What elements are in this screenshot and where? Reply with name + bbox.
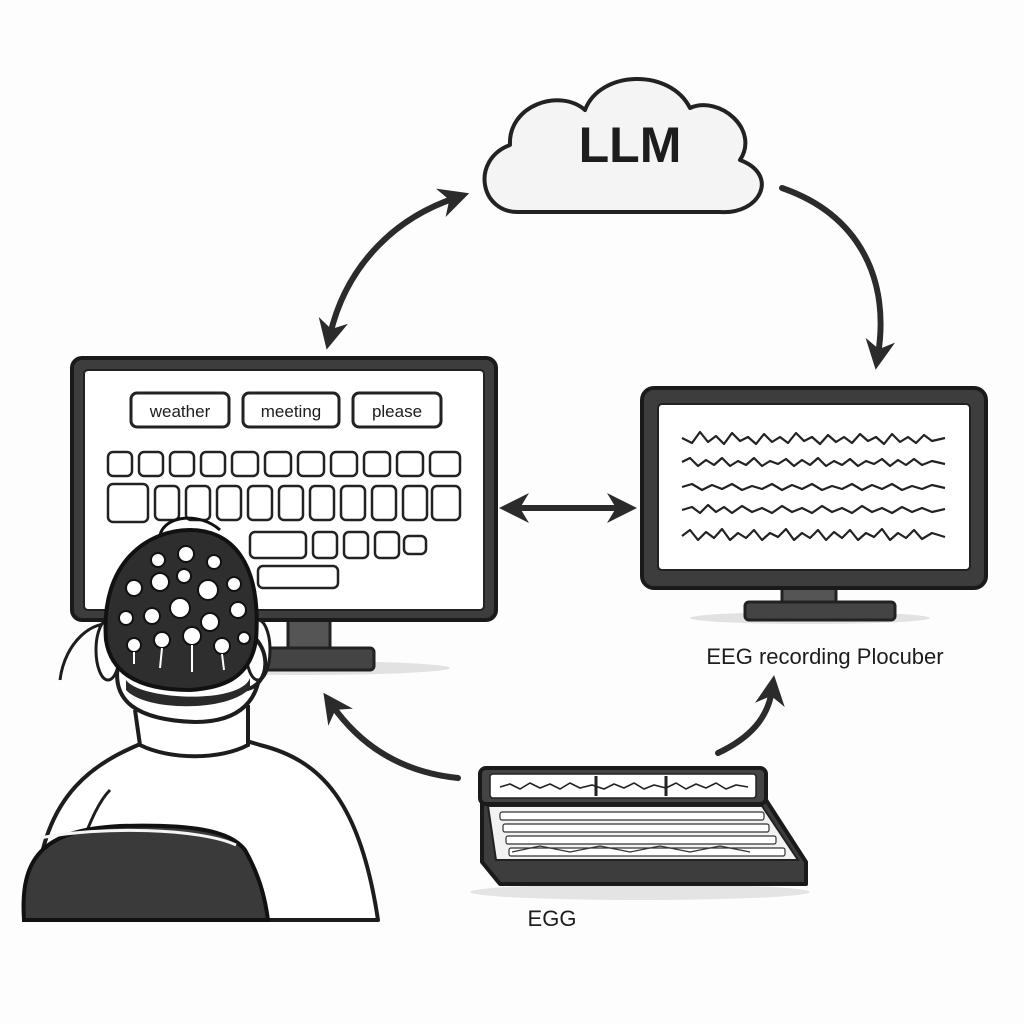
word-suggestion-weather[interactable]: weather	[129, 391, 231, 429]
svg-text:please: please	[372, 402, 422, 421]
device-waveform	[499, 782, 749, 790]
eeg-cap	[103, 516, 259, 693]
arrow-cloud-left-monitor	[318, 188, 470, 350]
device-keys	[499, 811, 786, 857]
eeg-device: EGG	[470, 766, 810, 931]
arrow-device-to-left-monitor	[323, 692, 461, 781]
on-screen-keyboard	[106, 450, 462, 590]
llm-cloud: LLM	[482, 77, 764, 215]
eeg-wires	[133, 645, 225, 672]
chair	[21, 823, 271, 922]
eeg-monitor: EEG recording Plocuber	[640, 386, 988, 669]
arrow-cloud-right-monitor	[779, 185, 896, 370]
person-with-eeg-cap	[21, 516, 380, 922]
eeg-electrodes	[118, 545, 251, 655]
eeg-monitor-caption: EEG recording Plocuber	[706, 644, 943, 669]
word-suggestion-please[interactable]: please	[351, 391, 443, 429]
word-suggestion-meeting[interactable]: meeting	[241, 391, 341, 429]
device-caption: EGG	[528, 906, 577, 931]
llm-label: LLM	[579, 117, 682, 173]
arrows	[318, 185, 896, 781]
svg-text:weather: weather	[149, 402, 211, 421]
arrow-device-to-right-monitor	[715, 675, 785, 756]
eeg-waveforms	[681, 430, 946, 542]
svg-text:meeting: meeting	[261, 402, 321, 421]
